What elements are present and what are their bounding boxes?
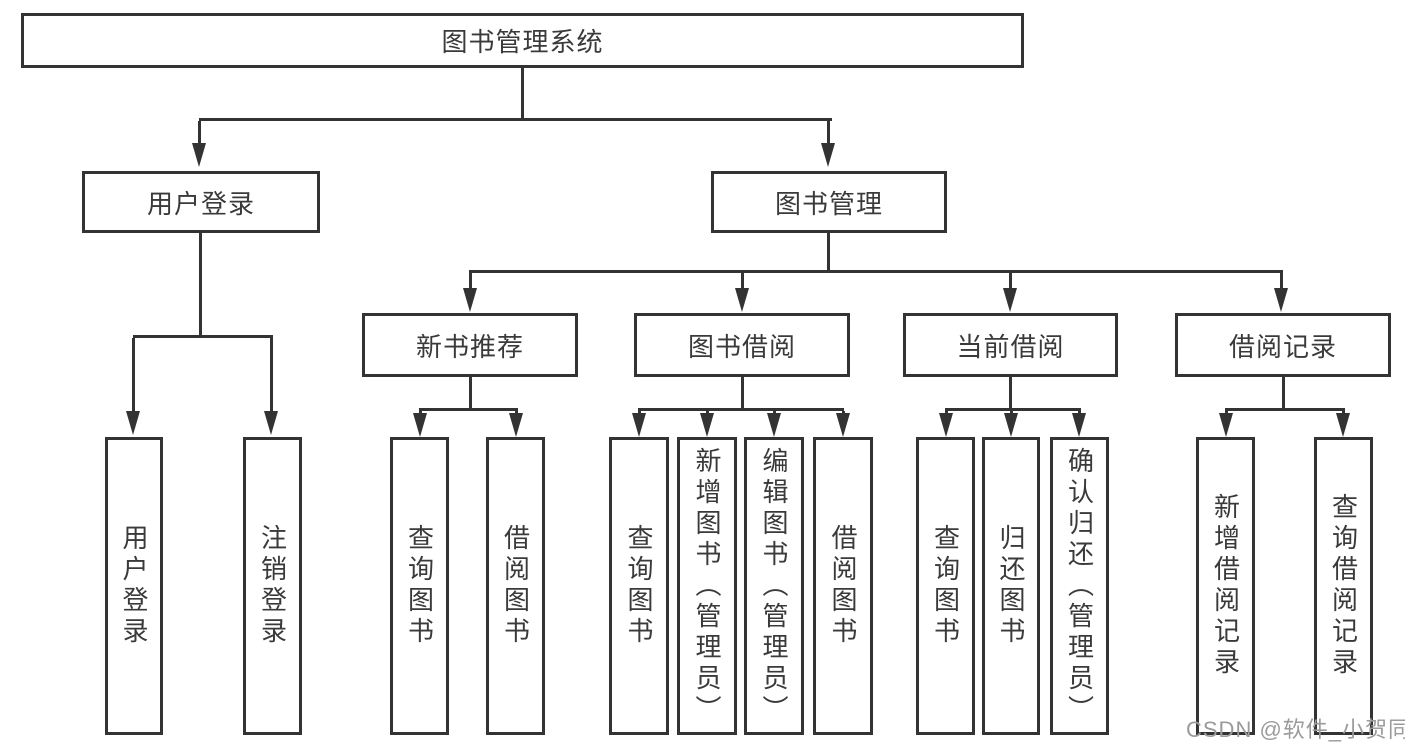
leaf-label: 借阅图书 [828,524,858,648]
connector-line [1225,408,1345,411]
leaf-add-books-admin: 新增图书（管理员） [677,437,737,735]
node-current-borrow: 当前借阅 [903,313,1118,377]
leaf-borrow-books: 借阅图书 [813,437,873,735]
leaf-label: 用户登录 [119,524,149,648]
arrow-down-icon [700,413,714,437]
arrow-down-icon [192,143,206,167]
arrow-down-icon [126,411,140,435]
leaf-label: 查询借阅记录 [1328,493,1359,679]
leaf-label: 查询图书 [930,524,961,648]
leaf-label: 新增借阅记录 [1210,493,1241,679]
leaf-label: 确认归还（管理员） [1064,446,1095,726]
leaf-query-books-borrow: 查询图书 [609,437,669,735]
connector-line [1282,377,1285,408]
leaf-label: 注销登录 [257,524,288,648]
arrow-down-icon [509,413,523,437]
node-root: 图书管理系统 [21,13,1024,68]
arrow-down-icon [413,413,427,437]
leaf-user-login: 用户登录 [105,437,163,735]
leaf-label: 归还图书 [996,524,1026,648]
connector-line [199,233,202,335]
leaf-confirm-return-admin: 确认归还（管理员） [1050,437,1109,735]
connector-line [419,408,518,411]
arrow-down-icon [463,288,477,312]
csdn-watermark: CSDN @软件_小贺同学 [1186,717,1405,742]
connector-line [270,338,273,413]
connector-line [1280,273,1283,290]
arrow-down-icon [1072,413,1086,437]
arrow-down-icon [1336,413,1350,437]
arrow-down-icon [1219,413,1233,437]
leaf-return-books: 归还图书 [982,437,1040,735]
leaf-edit-books-admin: 编辑图书（管理员） [744,437,804,735]
connector-line [198,121,201,145]
connector-line [827,233,830,270]
arrow-down-icon [735,288,749,312]
leaf-label: 借阅图书 [500,524,531,648]
arrow-down-icon [1274,288,1288,312]
connector-line [133,335,273,338]
connector-line [469,270,1283,273]
connector-line [827,121,830,145]
connector-line [945,408,1081,411]
leaf-label: 查询图书 [624,524,654,648]
connector-line [469,273,472,290]
arrow-down-icon [1004,413,1018,437]
node-book-borrow: 图书借阅 [634,313,850,377]
connector-line [521,68,524,118]
leaf-label: 编辑图书（管理员） [759,446,789,726]
leaf-query-borrow-record: 查询借阅记录 [1314,437,1373,735]
connector-line [638,408,844,411]
connector-line [132,338,135,413]
leaf-label: 新增图书（管理员） [692,446,722,726]
connector-line [1009,377,1012,408]
node-borrow-records: 借阅记录 [1175,313,1391,377]
arrow-down-icon [264,411,278,435]
connector-line [741,377,744,408]
connector-line [741,273,744,290]
connector-line [199,118,832,121]
arrow-down-icon [632,413,646,437]
leaf-add-borrow-record: 新增借阅记录 [1196,437,1255,735]
node-book-management: 图书管理 [711,171,947,233]
node-user-login: 用户登录 [82,171,320,233]
leaf-label: 查询图书 [404,524,435,648]
leaf-borrow-books-recommend: 借阅图书 [486,437,545,735]
arrow-down-icon [836,413,850,437]
leaf-logout: 注销登录 [243,437,302,735]
arrow-down-icon [939,413,953,437]
arrow-down-icon [1003,288,1017,312]
leaf-query-books-recommend: 查询图书 [390,437,449,735]
connector-line [1009,273,1012,290]
arrow-down-icon [767,413,781,437]
leaf-query-books-current: 查询图书 [916,437,975,735]
arrow-down-icon [821,143,835,167]
connector-line [469,377,472,408]
node-new-book-recommend: 新书推荐 [362,313,578,377]
